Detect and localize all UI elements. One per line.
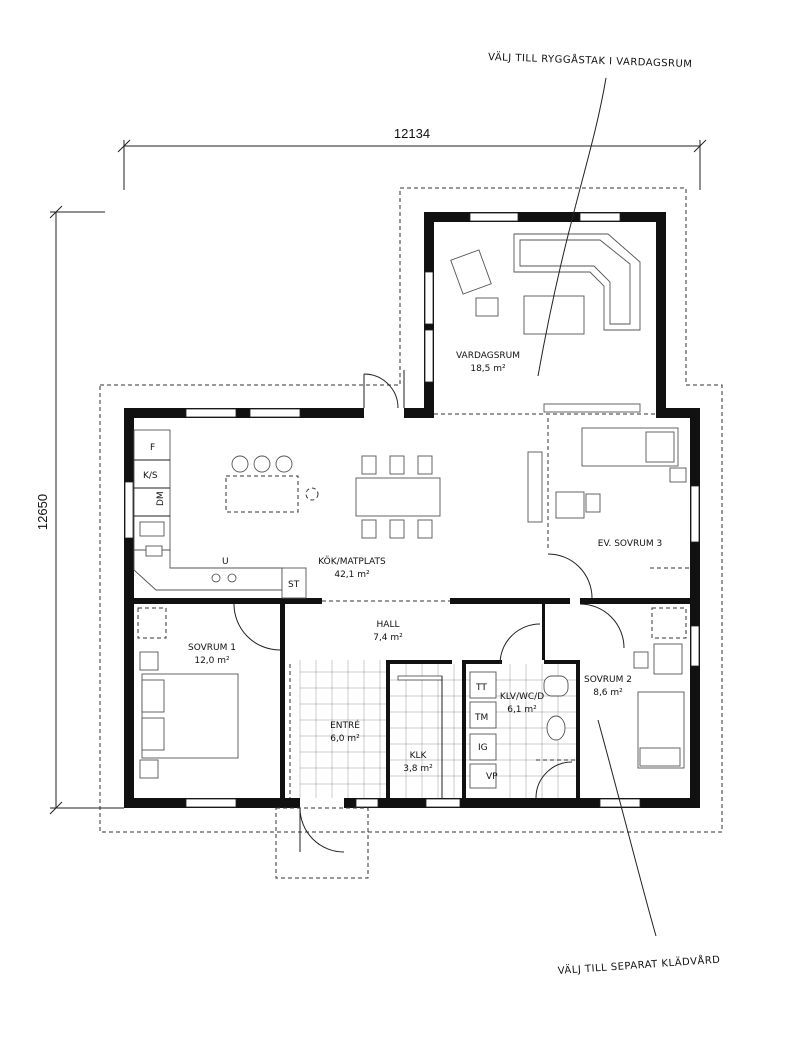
dishwasher-label: DM (156, 491, 166, 506)
side-table (475, 297, 499, 317)
fridge-label: F (150, 443, 155, 453)
heat-pump-label: VP (486, 772, 498, 782)
bottom-note-leader (597, 719, 657, 937)
room-sovrum1-area: 12,0 m² (194, 656, 230, 666)
width-dimension (117, 139, 707, 190)
room-kok-area: 42,1 m² (334, 570, 370, 580)
ig-label: IG (478, 743, 488, 753)
dining-table (355, 455, 441, 539)
room-entre-area: 6,0 m² (330, 734, 360, 744)
wardrobe (137, 607, 167, 639)
room-vardagsrum-area: 18,5 m² (470, 364, 506, 374)
shelf (397, 675, 443, 681)
room-sovrum1: SOVRUM 1 (188, 643, 236, 653)
oven-label: U (222, 557, 229, 567)
pillow-1 (141, 679, 165, 713)
room-sovrum3: EV. SOVRUM 3 (598, 539, 662, 549)
room-vardagsrum: VARDAGSRUM (456, 351, 520, 361)
top-note: VÄLJ TILL RYGGÅSTAK I VARDAGSRUM (488, 50, 693, 70)
room-klk: KLK (410, 751, 428, 761)
wardrobe-2 (651, 607, 687, 639)
doors (233, 370, 625, 879)
room-hall-area: 7,4 m² (373, 633, 403, 643)
width-dimension-label: 12134 (394, 126, 430, 141)
pendant-lamp-icon (305, 487, 319, 501)
room-entre: ENTRÉ (330, 719, 360, 731)
tv-bench (543, 403, 641, 413)
room-kok: KÖK/MATPLATS (318, 556, 386, 567)
room-klv: KLV/WC/D (500, 692, 544, 702)
interior-walls (134, 598, 690, 798)
pillow (645, 431, 675, 463)
kitchen-counter (133, 429, 307, 599)
openings (322, 413, 690, 602)
storage-label: ST (288, 580, 300, 590)
nightstand-1 (139, 651, 159, 671)
bottom-note: VÄLJ TILL SEPARAT KLÄDVÅRD (557, 953, 720, 977)
room-hall: HALL (377, 620, 400, 630)
coffee-table (523, 295, 585, 335)
pillow-2 (141, 717, 165, 751)
nightstand (669, 467, 687, 483)
bar-stools (231, 455, 293, 473)
sideboard (527, 451, 543, 523)
room-sovrum2: SOVRUM 2 (584, 675, 632, 685)
height-dimension-label: 12650 (35, 494, 50, 530)
dryer-label: TT (475, 683, 487, 693)
pillow-3 (639, 747, 681, 767)
top-note-leader (537, 77, 607, 377)
room-klk-area: 3,8 m² (403, 764, 433, 774)
armchair-icon (450, 249, 492, 295)
toilet-icon (546, 715, 566, 741)
sofa-icon (513, 233, 641, 331)
sink-icon (543, 675, 569, 697)
room-sovrum2-area: 8,6 m² (593, 688, 623, 698)
chair-2 (633, 651, 649, 669)
fridge-freezer-label: K/S (143, 471, 158, 481)
nightstand-2 (139, 759, 159, 779)
desk (555, 491, 585, 519)
shower-icon (535, 761, 573, 799)
desk-2 (653, 643, 683, 675)
kitchen-island (225, 475, 299, 513)
desk-chair (585, 493, 601, 513)
laundry-stack (469, 671, 497, 789)
room-klv-area: 6,1 m² (507, 705, 537, 715)
height-dimension (49, 205, 124, 815)
washer-label: TM (474, 713, 488, 723)
